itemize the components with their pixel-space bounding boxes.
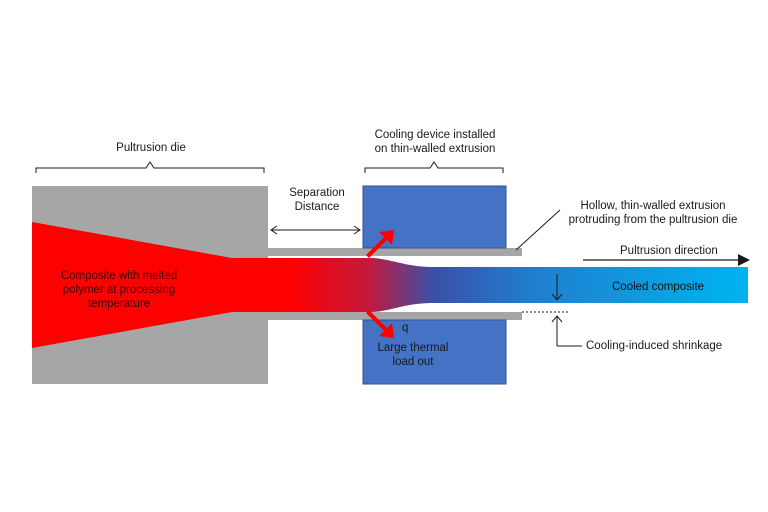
- composite-melted-label: Composite with melted polymer at process…: [60, 270, 178, 310]
- pultrusion-direction-arrow: [583, 254, 750, 266]
- composite-flow: [32, 222, 748, 348]
- large-thermal-load-label: Large thermal load out: [377, 342, 449, 368]
- extrusion-wall-top: [268, 248, 522, 256]
- cooling-shrinkage-label: Cooling-induced shrinkage: [586, 340, 723, 352]
- hollow-extrusion-label: Hollow, thin-walled extrusion protruding…: [568, 200, 738, 226]
- separation-distance-label: Separation Distance: [289, 187, 345, 213]
- separation-distance-arrow: [270, 225, 361, 235]
- extrusion-wall-bottom: [268, 312, 522, 320]
- heat-arrow-down: [366, 310, 394, 338]
- die-bracket: [35, 161, 265, 173]
- heat-flux-q-label: q: [402, 322, 409, 334]
- cooling-device-label: Cooling device installed on thin-walled …: [374, 129, 496, 155]
- pultrusion-direction-label: Pultrusion direction: [620, 245, 718, 257]
- pultrusion-die-label: Pultrusion die: [116, 142, 186, 154]
- heat-arrow-up: [366, 230, 394, 258]
- cooler-bracket: [364, 161, 504, 173]
- extrusion-leader: [515, 209, 561, 251]
- cooled-composite-label: Cooled composite: [612, 281, 705, 293]
- cooling-device-bottom: [362, 319, 507, 385]
- shrinkage-indicator: [522, 274, 582, 347]
